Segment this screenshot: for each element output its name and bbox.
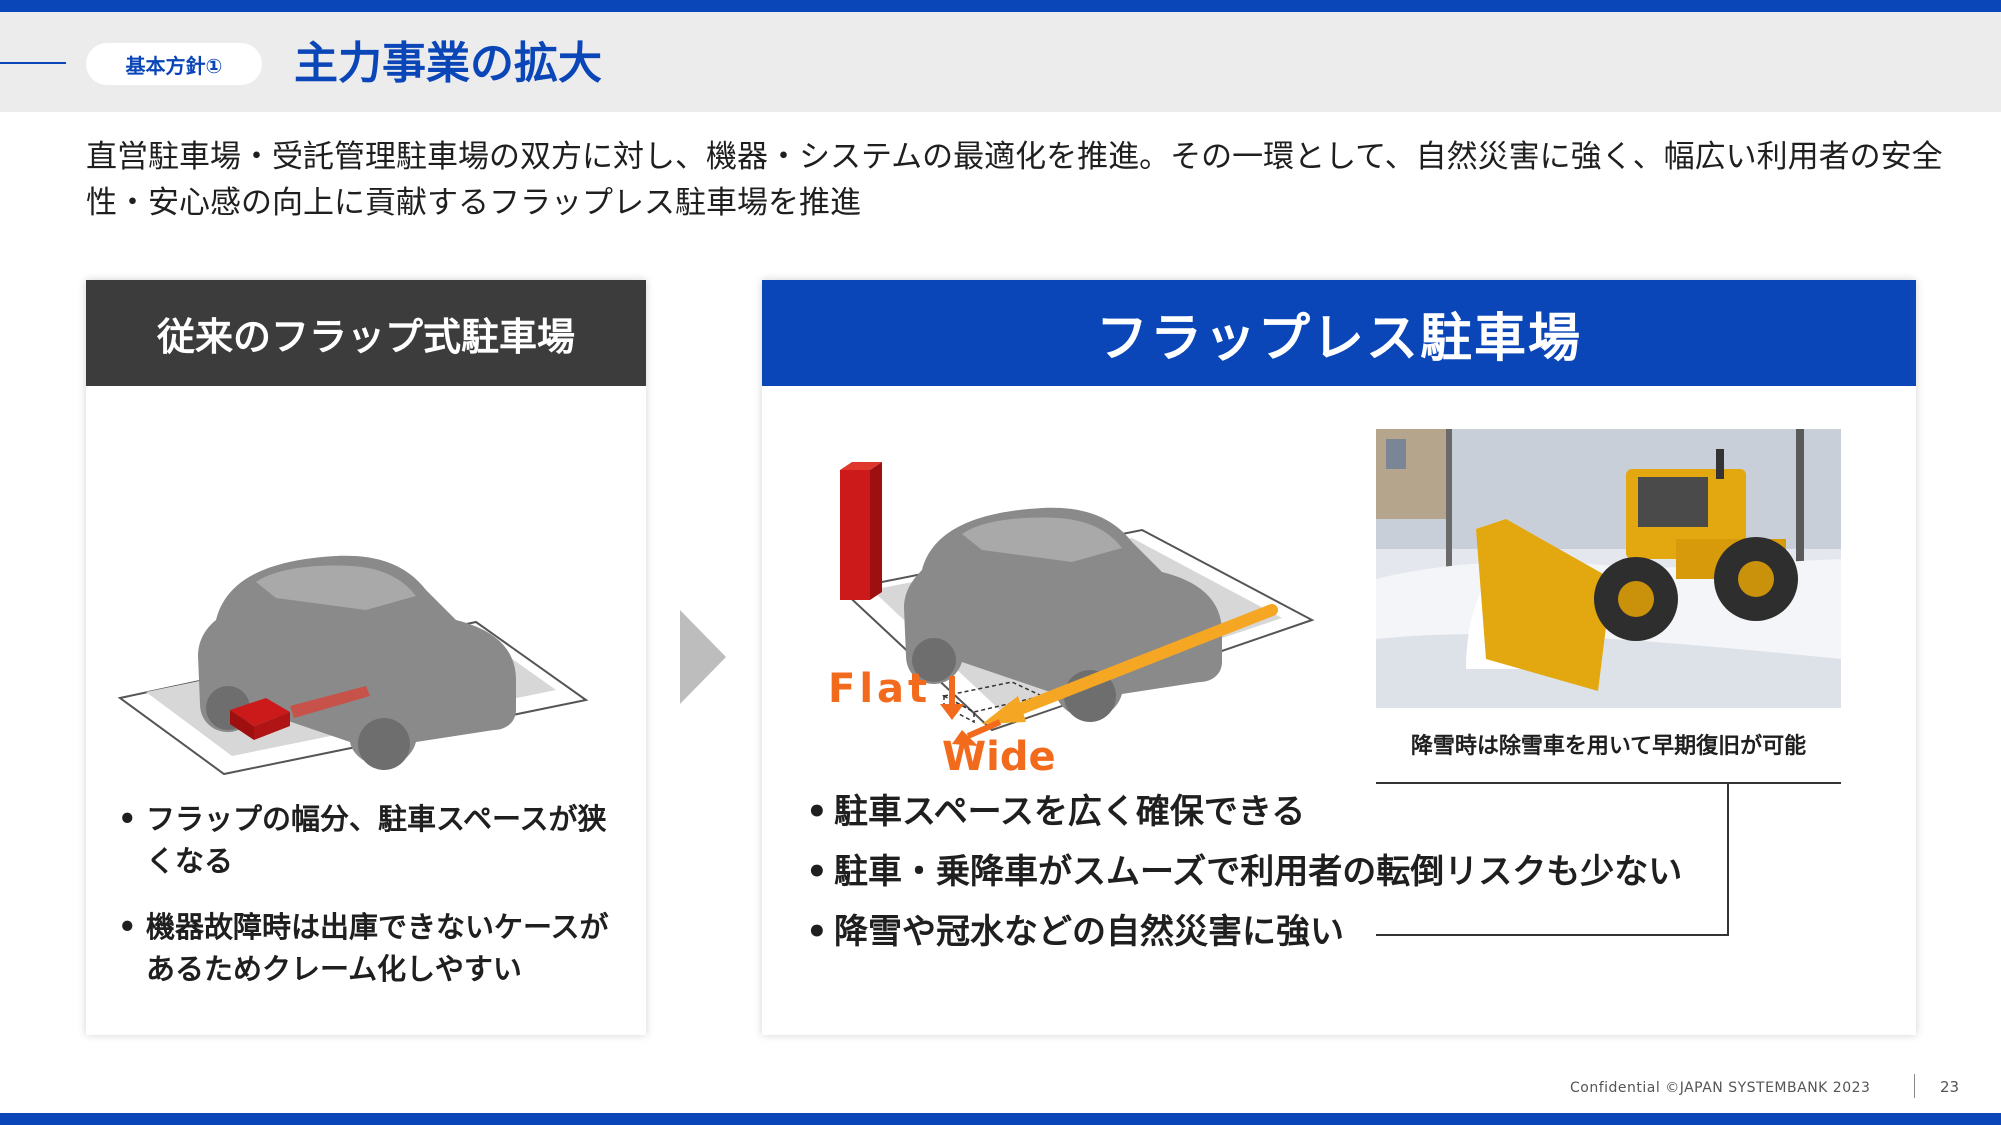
connector-line (1376, 782, 1841, 784)
page-title: 主力事業の拡大 (294, 38, 602, 89)
section-badge: 基本方針① (86, 43, 262, 85)
bottom-accent-bar (0, 1113, 2001, 1125)
list-item: フラップの幅分、駐車スペースが狭くなる (118, 798, 628, 882)
page-number: 23 (1940, 1078, 1960, 1096)
flap-parking-illustration (117, 555, 589, 776)
lead-text: 直営駐車場・受託管理駐車場の双方に対し、機器・システムの最適化を推進。その一環と… (86, 139, 1943, 221)
conventional-panel: 従来のフラップ式駐車場 フラップの幅分、駐車スペースが狭くなる 機器故障時は出庫… (86, 280, 646, 1035)
header-accent-line (0, 62, 66, 64)
transition-arrow-icon (680, 610, 726, 704)
footer-divider (1914, 1074, 1915, 1098)
snow-plow-photo (1376, 429, 1841, 708)
connector-line (1727, 782, 1729, 936)
header-band (0, 12, 2001, 112)
photo-caption: 降雪時は除雪車を用いて早期復旧が可能 (1410, 734, 1807, 759)
flapless-parking-illustration: Flat Wide (828, 462, 1315, 780)
list-item: 駐車スペースを広く確保できる (806, 790, 1706, 834)
footer-copyright: Confidential ©JAPAN SYSTEMBANK 2023 (1570, 1080, 1871, 1096)
flapless-panel: フラップレス駐車場 Flat Wide 駐車スペースを広く確保できる 駐車・乗降… (762, 280, 1916, 1035)
list-item: 駐車・乗降車がスムーズで利用者の転倒リスクも少ない (806, 850, 1706, 894)
wide-label: Wide (942, 734, 1056, 780)
flapless-bullet-list: 駐車スペースを広く確保できる 駐車・乗降車がスムーズで利用者の転倒リスクも少ない… (806, 790, 1706, 970)
connector-line (1376, 934, 1729, 936)
flapless-panel-title: フラップレス駐車場 (762, 280, 1916, 386)
conventional-panel-title: 従来のフラップ式駐車場 (86, 280, 646, 386)
list-item: 機器故障時は出庫できないケースがあるためクレーム化しやすい (118, 906, 628, 990)
list-item: 降雪や冠水などの自然災害に強い (806, 910, 1706, 954)
flat-label: Flat (828, 666, 931, 712)
conventional-bullet-list: フラップの幅分、駐車スペースが狭くなる 機器故障時は出庫できないケースがあるため… (118, 798, 628, 1014)
top-accent-bar (0, 0, 2001, 12)
